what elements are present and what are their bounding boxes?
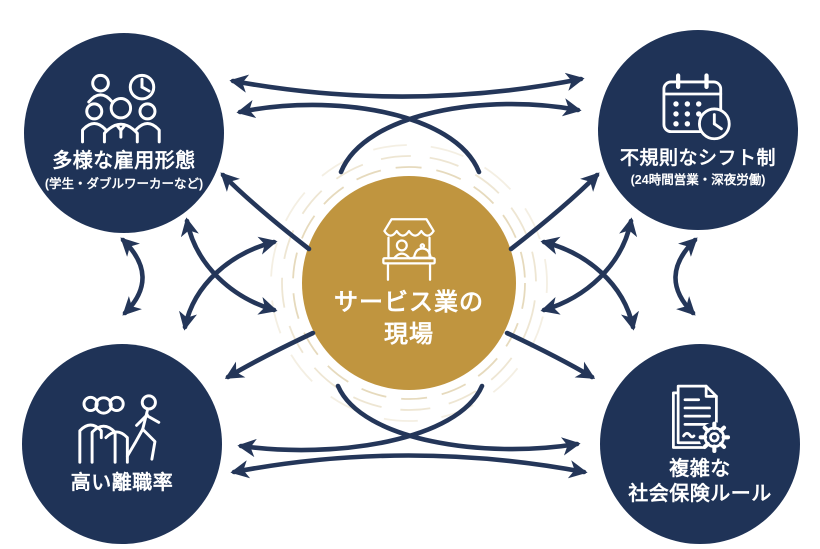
node-complex-insurance-rules: 複雑な 社会保険ルール [600, 344, 800, 544]
flow-arrow [335, 383, 581, 456]
node-sublabel: (24時間営業・深夜労働) [630, 173, 766, 188]
flow-arrow [540, 236, 639, 331]
node-label: 高い離職率 [70, 471, 174, 494]
flow-arrow [230, 453, 588, 479]
node-diverse-employment: 多様な雇用形態 (学生・ダブルワーカーなど) [24, 33, 224, 233]
flow-arrow [237, 383, 485, 458]
market-stall-icon [382, 217, 436, 281]
node-irregular-shifts: 不規則なシフト制 (24時間営業・深夜労働) [598, 30, 798, 230]
flow-arrow [179, 236, 278, 331]
document-gear-icon [672, 384, 731, 453]
flow-arrow [220, 172, 312, 252]
calendar-clock-icon [662, 72, 731, 140]
node-label-line2: 社会保険ルール [628, 482, 772, 505]
node-sublabel: (学生・ダブルワーカーなど) [44, 177, 204, 192]
node-label: 不規則なシフト制 [619, 147, 776, 169]
flow-arrow [229, 72, 585, 99]
flow-arrow [540, 217, 638, 315]
center-label-line2: 現場 [384, 321, 434, 348]
diverse-workers-clock-icon [81, 74, 161, 144]
flow-arrow [180, 217, 278, 315]
people-leaving-icon [78, 393, 161, 464]
node-label: 多様な雇用形態 [52, 150, 196, 173]
flow-arrow [120, 237, 145, 316]
flow-arrow [508, 172, 600, 252]
node-service-industry-center: サービス業の 現場 [302, 176, 516, 390]
center-label-line1: サービス業の [334, 288, 484, 316]
flow-arrow [236, 100, 482, 175]
flow-arrow [673, 237, 698, 316]
node-label-line1: 複雑な [669, 457, 731, 480]
flow-arrow [338, 98, 582, 175]
node-high-turnover: 高い離職率 [22, 344, 222, 544]
flow-arrow [504, 330, 596, 380]
flow-arrow [224, 330, 316, 380]
